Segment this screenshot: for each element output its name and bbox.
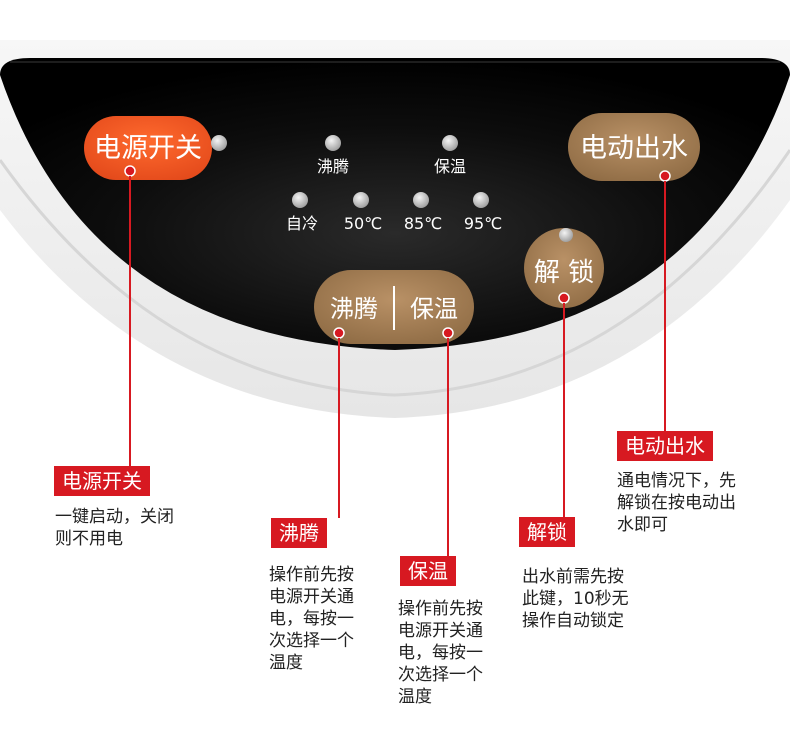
- unlock-button[interactable]: [524, 228, 604, 308]
- self-cool-indicator-label: 自冷: [286, 214, 318, 233]
- keepwarm-annotation-desc: 操作前先按 电源开关通 电，每按一 次选择一个 温度: [398, 599, 483, 707]
- power-button-label: 电源开关: [94, 133, 202, 164]
- temp-50-indicator-led: [353, 192, 369, 208]
- keepwarm-indicator-led: [442, 135, 458, 151]
- keepwarm-button-label: 保温: [410, 295, 458, 323]
- self-cool-indicator-led: [292, 192, 308, 208]
- power-annotation-title: 电源开关: [54, 466, 150, 496]
- temp-95-indicator-label: 95℃: [464, 214, 502, 233]
- boil-leader-line: [338, 338, 340, 518]
- pump-button[interactable]: [568, 113, 700, 181]
- unlock-button-label: 解 锁: [534, 258, 594, 288]
- power-annotation-desc: 一键启动，关闭 则不用电: [55, 507, 174, 549]
- temp-95-indicator-led: [473, 192, 489, 208]
- body-rim: [0, 149, 790, 397]
- pump-button-label: 电动出水: [580, 133, 688, 164]
- boil-annotation-desc: 操作前先按 电源开关通 电，每按一 次选择一个 温度: [269, 565, 354, 673]
- boil-annotation-title: 沸腾: [271, 518, 327, 548]
- pump-leader-line: [664, 181, 666, 431]
- power-button[interactable]: [84, 116, 212, 180]
- keepwarm-marker-dot: [442, 327, 454, 339]
- boil-indicator-label: 沸腾: [317, 157, 349, 176]
- power-indicator-led: [211, 135, 227, 151]
- power-leader-line: [129, 176, 131, 466]
- temp-50-indicator-label: 50℃: [344, 214, 382, 233]
- unlock-leader-line: [563, 303, 565, 517]
- unlock-annotation-title: 解锁: [519, 517, 575, 547]
- unlock-indicator-led: [559, 228, 573, 242]
- keepwarm-annotation-title: 保温: [400, 556, 456, 586]
- unlock-annotation-desc: 出水前需先按 此键，10秒无 操作自动锁定: [522, 567, 629, 631]
- power-marker-dot: [124, 165, 136, 177]
- boil-marker-dot: [333, 327, 345, 339]
- pump-marker-dot: [659, 170, 671, 182]
- unlock-marker-dot: [558, 292, 570, 304]
- boil-button-label: 沸腾: [330, 295, 378, 323]
- temp-85-indicator-label: 85℃: [404, 214, 442, 233]
- keepwarm-indicator-label: 保温: [434, 157, 466, 176]
- keepwarm-leader-line: [447, 338, 449, 556]
- pump-annotation-desc: 通电情况下，先 解锁在按电动出 水即可: [617, 471, 736, 535]
- boil-indicator-led: [325, 135, 341, 151]
- pump-annotation-title: 电动出水: [617, 431, 713, 461]
- temp-85-indicator-led: [413, 192, 429, 208]
